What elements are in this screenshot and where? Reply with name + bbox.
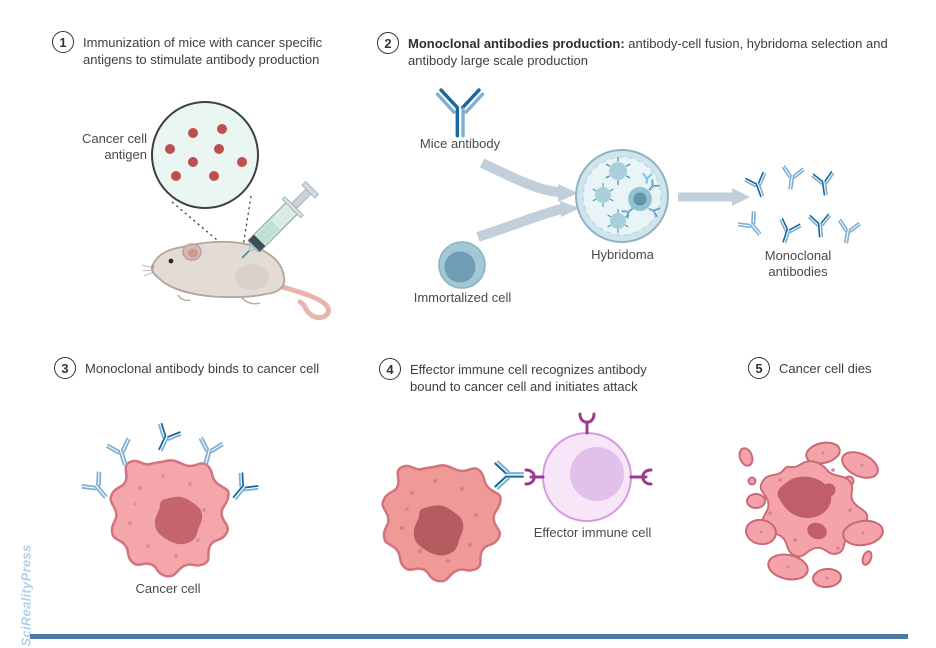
effector-attack-illustration	[381, 412, 653, 583]
fragment-speckles	[759, 451, 865, 580]
immunization-illustration	[141, 101, 331, 321]
mouse-hind-leg	[235, 264, 269, 290]
footer-bar	[30, 634, 908, 639]
hybridoma-cell-circle	[575, 149, 669, 243]
mouse-eye	[168, 258, 174, 264]
mouse-ear-inner	[188, 248, 198, 258]
callout-dotted-lines	[171, 195, 252, 257]
effector-immune-cell	[524, 412, 653, 522]
lab-mouse	[141, 240, 331, 321]
step-4-number-badge: 4	[379, 358, 401, 380]
monoclonal-antibodies-cluster	[736, 164, 861, 247]
immortalized-cell-icon	[438, 241, 486, 289]
hybridoma-production-illustration	[435, 88, 861, 247]
mice-antibody-icon	[435, 88, 485, 138]
step-1-header: 1 Immunization of mice with cancer speci…	[52, 31, 353, 68]
cancer-cell	[109, 459, 230, 578]
label-immortalized-cell: Immortalized cell	[413, 290, 512, 305]
dying-cancer-cell-illustration	[738, 441, 884, 589]
bridging-antibody-icon	[494, 460, 524, 490]
fusion-arrows	[476, 158, 580, 242]
production-arrow	[678, 188, 750, 206]
step-1-number-badge: 1	[52, 31, 74, 53]
step-3-number-badge: 3	[54, 357, 76, 379]
antigen-dots	[165, 124, 247, 181]
step-4-text: Effector immune cell recognizes antibody…	[410, 362, 647, 395]
label-monoclonal-antibodies: Monoclonal antibodies	[764, 248, 832, 280]
step-4-header: 4 Effector immune cell recognizes antibo…	[379, 358, 672, 395]
label-effector-immune-cell: Effector immune cell	[533, 525, 652, 540]
step-5-header: 5 Cancer cell dies	[748, 357, 919, 379]
label-hybridoma: Hybridoma	[591, 247, 654, 262]
step-5-number-badge: 5	[748, 357, 770, 379]
watermark: SciRealityPress	[18, 544, 34, 647]
nucleus-fragments	[777, 476, 836, 540]
step-1-text: Immunization of mice with cancer specifi…	[83, 35, 323, 68]
label-mice-antibody: Mice antibody	[419, 136, 501, 151]
step-3-header: 3 Monoclonal antibody binds to cancer ce…	[54, 357, 405, 379]
syringe-icon	[241, 180, 320, 259]
antibody-binding-illustration	[79, 422, 261, 578]
cancer-cell	[381, 464, 502, 583]
fc-receptors	[524, 412, 653, 486]
mouse-whiskers	[141, 264, 155, 277]
step-2-header: 2 Monoclonal antibodies production: anti…	[377, 32, 913, 69]
step-5-text: Cancer cell dies	[779, 361, 872, 376]
step-3-text: Monoclonal antibody binds to cancer cell	[85, 361, 320, 376]
label-cancer-cell: Cancer cell	[135, 581, 201, 596]
antigen-magnifier-circle	[151, 101, 259, 209]
mouse-tail	[272, 282, 331, 321]
step-2-text: Monoclonal antibodies production: antibo…	[408, 36, 888, 69]
mouse-feet	[177, 294, 261, 305]
label-cancer-cell-antigen: Cancer cell antigen	[81, 131, 147, 163]
step-2-number-badge: 2	[377, 32, 399, 54]
